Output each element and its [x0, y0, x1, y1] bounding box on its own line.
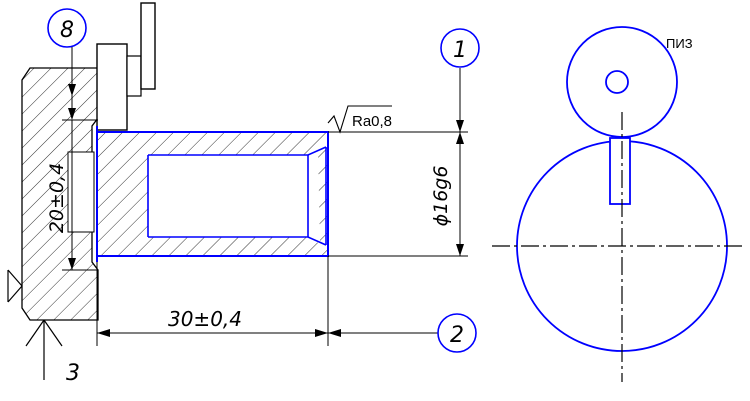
dimension-diameter: ϕ16g6 [328, 68, 468, 257]
ref-8-label: 8 [60, 18, 74, 43]
tool-name-label: ПИЗ [666, 36, 693, 51]
ref-3-label: 3 [66, 361, 80, 386]
dimension-height: 20±0,4 [46, 84, 98, 271]
roughness-symbol: Ra0,8 [327, 105, 392, 134]
reference-8: 8 [47, 8, 87, 120]
reference-1: 1 [440, 28, 480, 68]
dimension-length: 30±0,4 [96, 256, 438, 346]
reference-2: 2 [437, 313, 477, 353]
workpiece-end-view [492, 112, 746, 382]
grinding-wheel: ПИЗ [566, 26, 693, 138]
dim-height-label: 20±0,4 [46, 163, 68, 233]
ref-1-label: 1 [453, 38, 467, 63]
roughness-label: Ra0,8 [352, 113, 392, 130]
clamp-jaw [96, 2, 156, 131]
workpiece [96, 126, 329, 262]
ref-2-label: 2 [450, 323, 464, 348]
dim-diameter-label: ϕ16g6 [430, 166, 452, 227]
dim-length-label: 30±0,4 [168, 307, 242, 331]
support-3: 3 [7, 269, 80, 386]
